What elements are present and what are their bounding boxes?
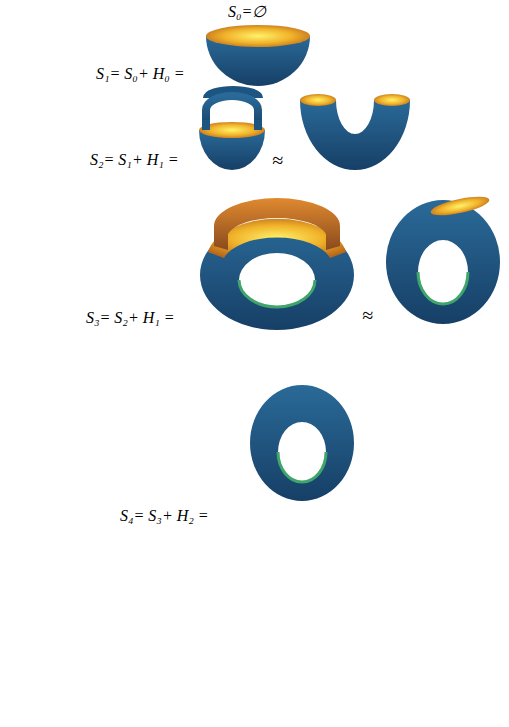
handle-band (214, 198, 340, 250)
torus-with-hole (386, 193, 500, 324)
bowl-inside (206, 25, 310, 47)
hole-inner (418, 272, 468, 304)
stage-equation: S₄= S₃+ H₂ = (120, 506, 209, 525)
homeomorphic-sign: ≈ (272, 148, 283, 172)
torus-surface (250, 385, 354, 501)
stage-equation: S₂= S₁+ H₁ = (90, 150, 179, 169)
stage-equation: S₃= S₂+ H₁ = (86, 308, 175, 327)
hole-inner (278, 452, 326, 482)
stage-equation: S₀=∅ (228, 2, 266, 21)
bent-tube (300, 94, 410, 170)
tube-outside (300, 100, 410, 170)
torus-opening (429, 193, 491, 219)
hole-inner (239, 280, 315, 307)
torus (250, 385, 354, 501)
disk-bowl (206, 25, 310, 86)
tube-opening (374, 94, 410, 106)
handle-foot (206, 120, 258, 130)
ring-with-handle (200, 198, 354, 330)
torus-surface (386, 200, 500, 324)
bowl-with-handle (199, 90, 265, 170)
homeomorphic-sign: ≈ (362, 303, 373, 327)
stage-equation: S₁= S₀+ H₀ = (96, 64, 185, 83)
tube-opening (300, 94, 336, 106)
